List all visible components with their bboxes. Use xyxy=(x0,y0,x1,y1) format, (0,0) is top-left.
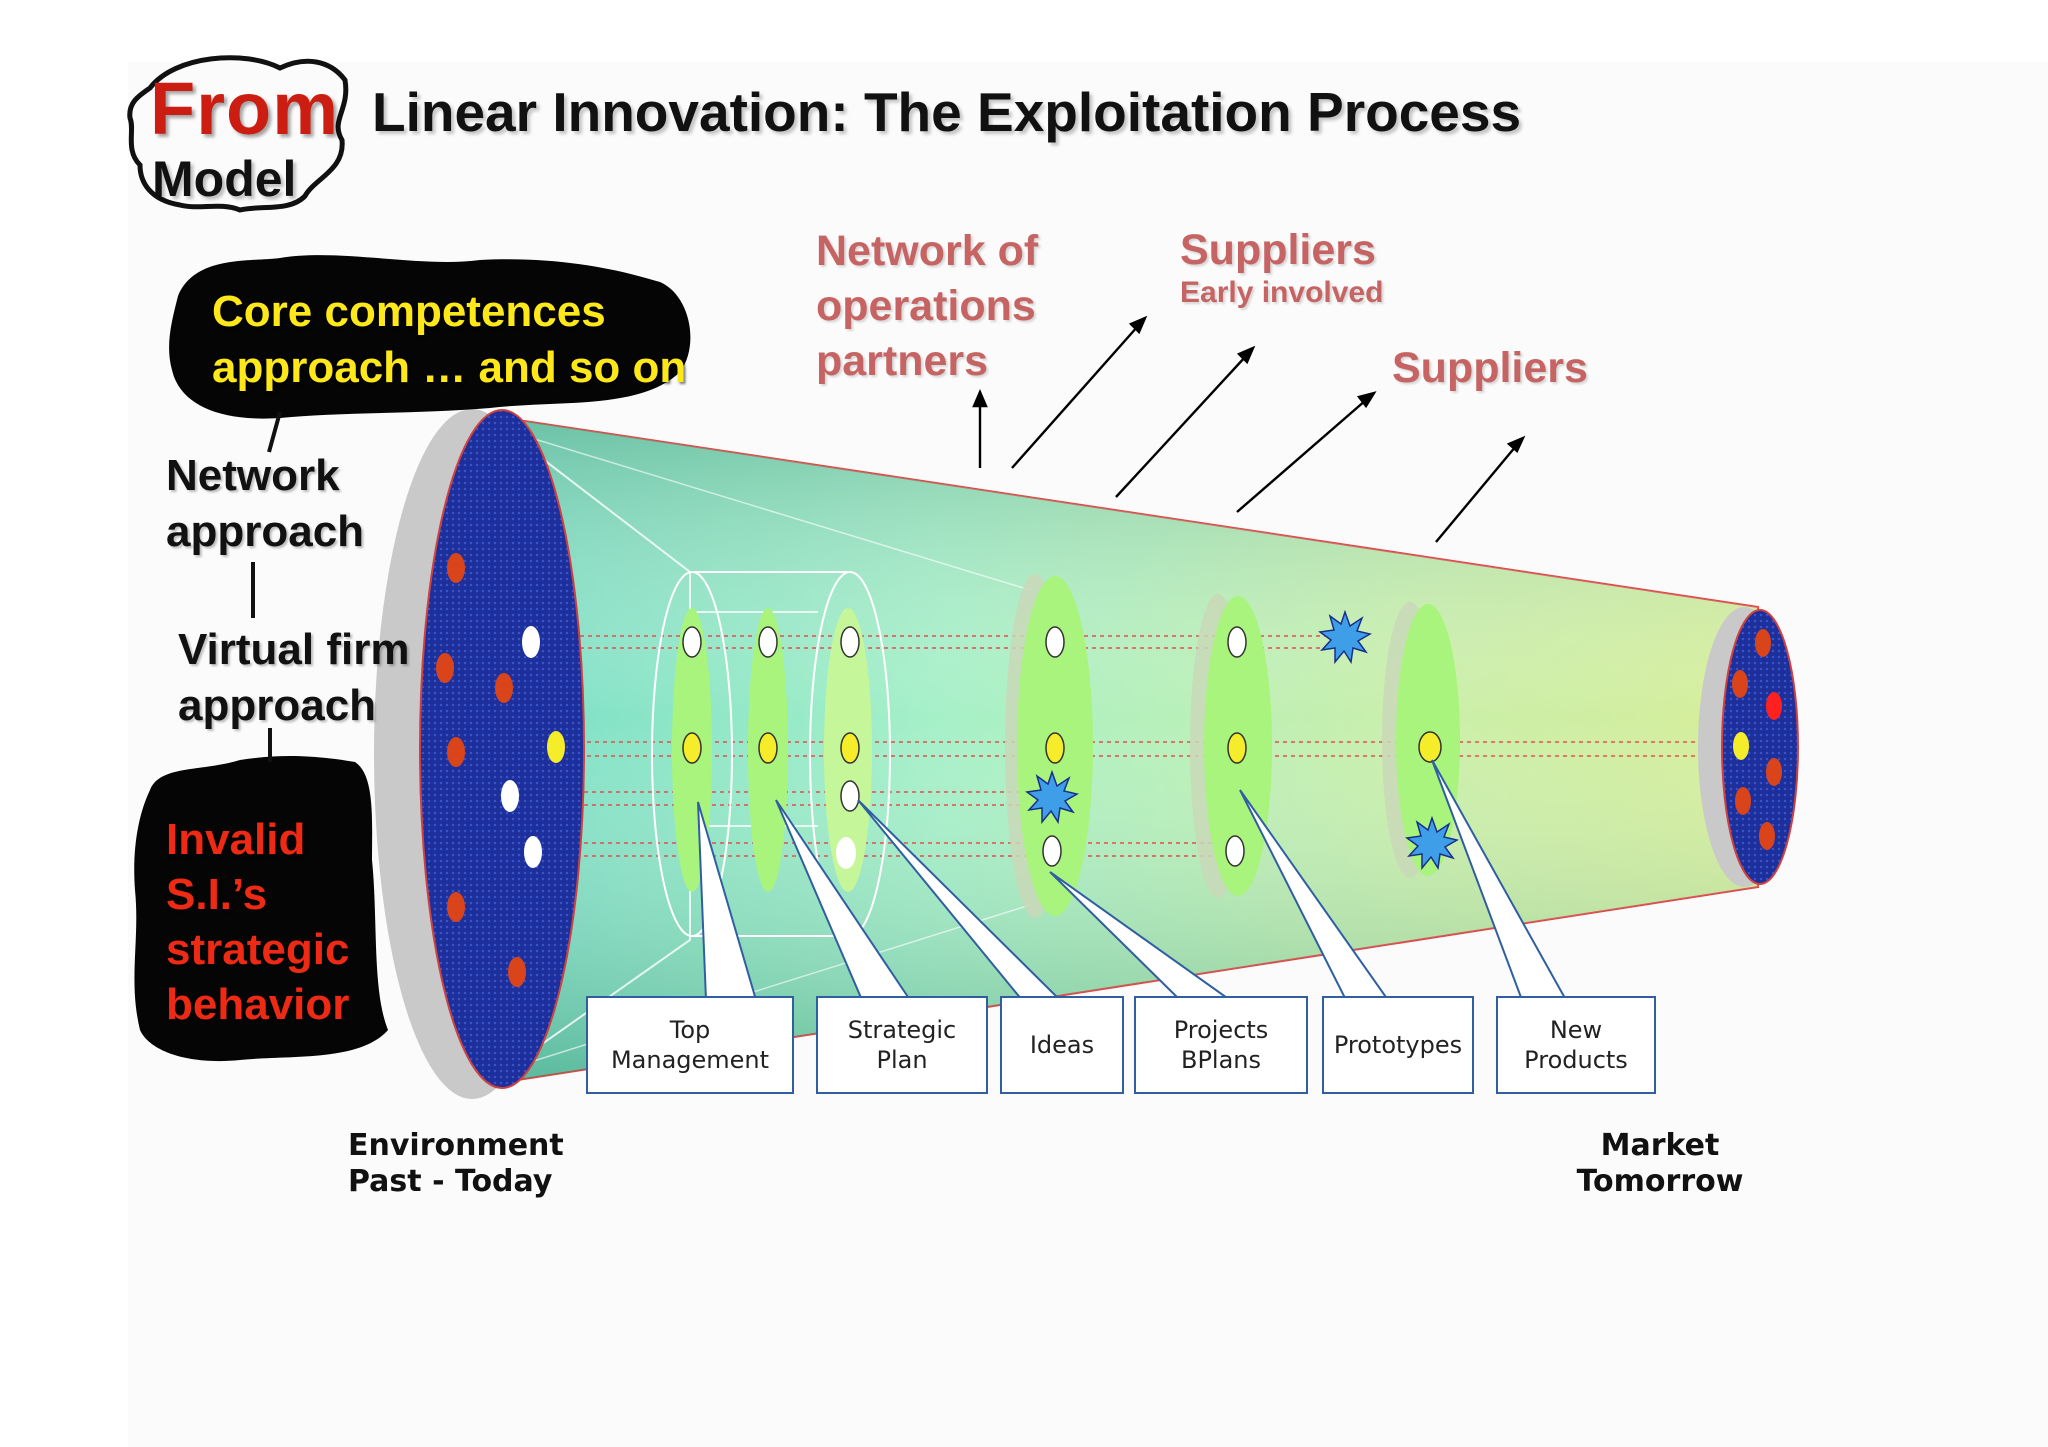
model-label: Model xyxy=(152,151,297,207)
callout-new-products: New Products xyxy=(1496,996,1656,1094)
from-label: From xyxy=(150,67,339,150)
starburst-icon xyxy=(1318,609,1373,665)
prototypes-stage xyxy=(1382,602,1460,878)
projects-stage xyxy=(1190,594,1272,898)
core-competences-blob xyxy=(169,255,691,419)
callout-ideas: Ideas xyxy=(1000,996,1124,1094)
callout-strategic-plan: Strategic Plan xyxy=(816,996,988,1094)
suppliers-early-label: Suppliers Early involved xyxy=(1180,226,1384,309)
starburst-icons xyxy=(1025,609,1460,871)
page-title: Linear Innovation: The Exploitation Proc… xyxy=(372,81,1522,143)
environment-disc xyxy=(374,409,585,1099)
virtual-firm-label: Virtual firm approach xyxy=(178,625,410,730)
funnel-body xyxy=(504,416,1759,1084)
starburst-icon xyxy=(1025,769,1080,825)
callout-prototypes: Prototypes xyxy=(1322,996,1474,1094)
callout-top-management: Top Management xyxy=(586,996,794,1094)
environment-label: Environment Past - Today xyxy=(348,1128,564,1199)
from-model-blob xyxy=(127,55,349,213)
market-disc xyxy=(1698,607,1799,887)
ideas-stage xyxy=(1005,574,1093,918)
market-label: Market Tomorrow xyxy=(1576,1128,1744,1199)
management-cylinder xyxy=(651,571,891,937)
up-arrows xyxy=(972,315,1526,543)
environment-dots xyxy=(436,553,565,987)
connector-lines xyxy=(251,411,282,762)
invalid-si-label: Invalid S.I.’s strategic behavior xyxy=(166,815,350,1029)
invalid-blob xyxy=(134,756,388,1062)
callout-pointers xyxy=(697,759,1568,1001)
callout-projects-bplans: Projects BPlans xyxy=(1134,996,1308,1094)
early-involved-label: Early involved xyxy=(1180,276,1384,309)
network-operations-label: Network of operations partners xyxy=(816,227,1039,385)
core-competences-label: Core competences approach … and so on xyxy=(212,287,687,392)
starburst-icon xyxy=(1405,815,1460,871)
network-approach-label: Network approach xyxy=(166,451,365,556)
suppliers-label: Suppliers xyxy=(1392,344,1588,392)
